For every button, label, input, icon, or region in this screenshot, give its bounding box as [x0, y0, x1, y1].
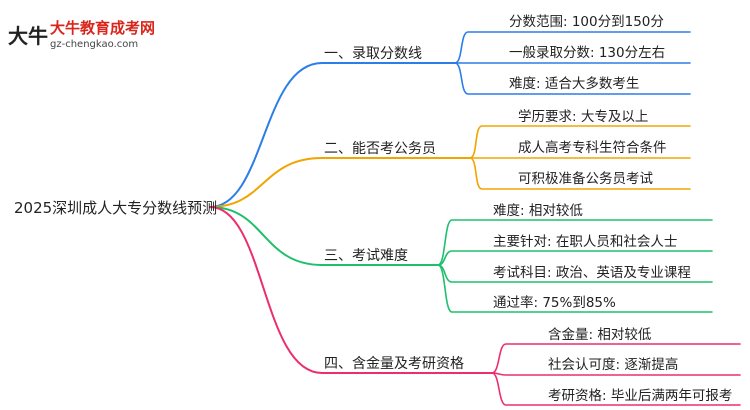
logo-site: gz-chengkao.com: [50, 39, 139, 50]
leaf-node-3-2: 主要针对: 在职人员和社会人士: [493, 234, 678, 250]
leaf-connector-1-3: [454, 62, 691, 95]
branch-connector-3: [209, 206, 439, 266]
leaf-connector-3-1: [437, 219, 713, 266]
branch-node-4: 四、含金量及考研资格: [324, 356, 464, 372]
leaf-node-1-1: 分数范围: 100分到150分: [509, 14, 664, 30]
branch-connector-2: [209, 157, 471, 208]
logo-name: 大牛教育成考网: [50, 19, 156, 37]
leaf-node-3-3: 考试科目: 政治、英语及专业课程: [493, 265, 691, 281]
leaf-node-4-2: 社会认可度: 逐渐提高: [548, 357, 679, 373]
leaf-connector-3-2: [437, 250, 713, 266]
root-node: 2025深圳成人大专分数线预测: [14, 199, 218, 217]
leaf-connector-4-1: [491, 343, 741, 374]
leaf-connector-3-4: [437, 264, 713, 313]
branch-node-3: 三、考试难度: [324, 248, 408, 264]
leaf-connector-4-3: [491, 372, 741, 406]
leaf-connector-4-2: [491, 372, 741, 376]
leaf-node-4-3: 考研资格: 毕业后满两年可报考: [548, 388, 733, 404]
leaf-connector-1-1: [454, 31, 691, 64]
leaf-node-4-1: 含金量: 相对较低: [548, 327, 652, 343]
branch-node-2: 二、能否考公务员: [324, 141, 436, 157]
branch-node-1: 一、录取分数线: [324, 46, 422, 62]
leaf-node-1-3: 难度: 适合大多数考生: [509, 76, 640, 92]
branch-connector-1: [209, 62, 456, 208]
leaf-node-2-3: 可积极准备公务员考试: [518, 171, 653, 187]
leaf-node-1-2: 一般录取分数: 130分左右: [509, 45, 666, 61]
leaf-node-2-1: 学历要求: 大专及以上: [518, 109, 649, 125]
branch-connector-4: [209, 206, 493, 374]
site-logo[interactable]: 大牛 大牛教育成考网 gz-chengkao.com: [8, 14, 168, 58]
leaf-connector-2-3: [469, 157, 691, 190]
leaf-connector-2-1: [469, 125, 691, 159]
leaf-node-3-1: 难度: 相对较低: [493, 203, 583, 219]
logo-mark-icon: 大牛: [8, 24, 48, 48]
leaf-node-2-2: 成人高考专科生符合条件: [518, 140, 667, 156]
leaf-node-3-4: 通过率: 75%到85%: [493, 295, 616, 311]
